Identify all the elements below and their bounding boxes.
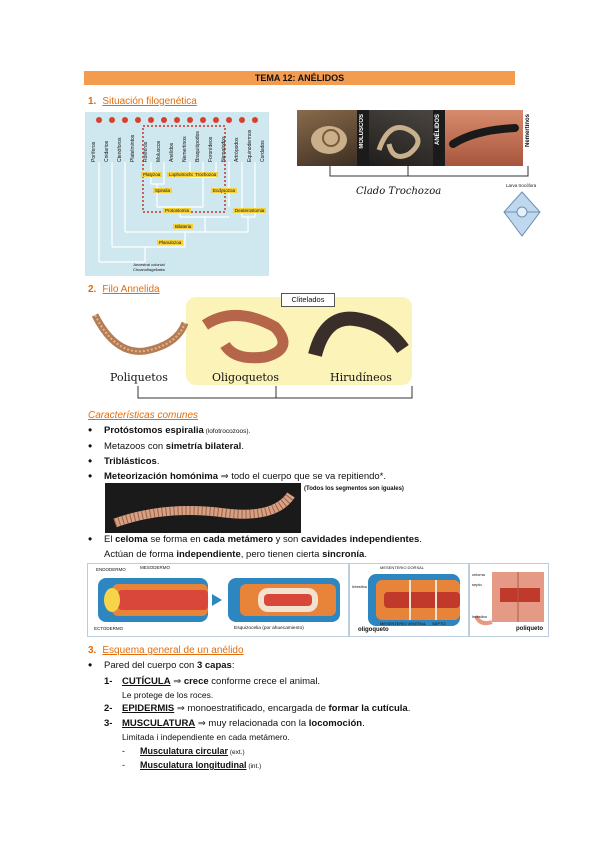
bullet: • (88, 439, 93, 453)
section-3-heading: 3. Esquema general de un anélido (88, 645, 244, 656)
taxon-label: Anélidos (169, 142, 175, 162)
taxon-label: Poríferos (91, 141, 97, 162)
taxon-label: Artrópodos (234, 137, 240, 162)
musculo-item: -Musculatura circular (ext.) (122, 746, 245, 756)
capa-subtext: Limitada i independiente en cada metámer… (122, 732, 290, 742)
taxon-label: Ctenóforos (117, 137, 123, 162)
snail-photo (297, 110, 357, 166)
annelid-groups-illustration (91, 310, 409, 364)
label-endodermo: ENDODERMO (96, 567, 126, 572)
list-item: •Pared del cuerpo con 3 capas: (88, 658, 235, 672)
capa-item: 1-CUTÍCULA ⇒ crece conforme crece el ani… (104, 676, 321, 687)
label-mesenterio-ventral: MESENTERIO VENTRAL (380, 621, 427, 626)
bullet: • (88, 532, 93, 546)
label-septo: septo (472, 582, 482, 587)
label-anelidos: ANÉLIDOS (433, 110, 445, 166)
capa-item: 3-MUSCULATURA ⇒ muy relacionada con la l… (104, 718, 365, 729)
label-mesenterio-dorsal: MESENTERIO DORSAL (380, 565, 425, 570)
label-ectodermo: ECTODERMO (94, 626, 124, 631)
clitelados-label: Clitelados (281, 293, 335, 307)
clade-label: Deuterostomia (233, 208, 267, 213)
taxon-label: Nemertinos (182, 136, 188, 162)
bullet: • (88, 423, 93, 437)
bullet: • (88, 658, 93, 672)
group-oligoquetos: Oligoquetos (212, 371, 280, 384)
list-item: •Protóstomos espiralia (lofotrocozoos). (88, 423, 251, 437)
section-label: Situación filogenética (102, 96, 197, 107)
section-label: Filo Annelida (102, 284, 160, 295)
clade-label: Planulozoa (157, 240, 184, 245)
list-item: •El celoma se forma en cada metámero y s… (88, 532, 422, 546)
taxon-label: Nematodos (221, 136, 227, 162)
esquizocelia-diagram: ENDODERMO MESODERMO ECTODERMO Esquizocel… (87, 563, 349, 637)
section-number: 1. (88, 96, 97, 107)
section-1-heading: 1. Situación filogenética (88, 96, 197, 107)
clade-label: Ecdysozoa (211, 188, 238, 193)
clade-label: Protostomia (163, 208, 192, 213)
section-label: Esquema general de un anélido (102, 645, 244, 656)
polychaete-photo (369, 110, 433, 166)
clade-label: Trochozoa (193, 172, 219, 177)
taxon-label: Platelmintos (130, 134, 136, 162)
taxon-label: Rotíferos (143, 141, 149, 162)
celoma-line-2: Actúan de forma independiente, pero tien… (104, 549, 367, 560)
taxon-label: Foronídeos (208, 136, 214, 162)
trochozoa-bracket (329, 166, 529, 177)
caracteristicas-heading: Características comunes (88, 410, 199, 421)
section-2-heading: 2. Filo Annelida (88, 284, 160, 295)
label-esquizocelia: Esquizocelia (por ahuecamiento) (234, 626, 304, 631)
clade-label: Platyzoa (141, 172, 163, 177)
section-number: 3. (88, 645, 97, 656)
list-item: •Triblásticos. (88, 454, 160, 468)
larva-label: Larva trocófora (506, 183, 537, 188)
phylogenetic-tree: Poríferos Cnidarios Ctenóforos Platelmin… (85, 112, 269, 276)
clade-label: Lophotrochozoa (167, 172, 204, 177)
label-moluscos: MOLUSCOS (357, 110, 369, 166)
label-oligoqueto: oligoqueto (358, 627, 389, 633)
label-poliqueto: poliqueto (516, 626, 543, 632)
label-celoma: celoma (472, 572, 485, 577)
group-poliquetos: Poliquetos (110, 371, 168, 384)
trochophore-larva-illustration (503, 191, 541, 237)
label-septo: SEPTO (432, 621, 446, 626)
clado-trochozoa-label: Clado Trochozoa (356, 186, 442, 197)
group-hirudineos: Hirudíneos (330, 371, 392, 384)
label-intestino: Intestino (352, 584, 368, 589)
groups-bracket (137, 386, 413, 399)
trochozoa-photos: MOLUSCOS ANÉLIDOS Nemertinos (297, 110, 537, 166)
capa-subtext: Le protege de los roces. (122, 690, 214, 700)
bullet: • (88, 469, 93, 483)
nemertean-photo (445, 110, 523, 166)
segmented-worm-photo (105, 483, 301, 533)
label-mesodermo: MESODERMO (140, 565, 171, 570)
label-intestino: Intestino (472, 614, 488, 619)
poliqueto-diagram: celoma septo Intestino poliqueto (469, 563, 549, 637)
list-item: •Metazoos con simetría bilateral. (88, 439, 244, 453)
musculo-item: -Musculatura longitudinal (int.) (122, 760, 262, 770)
section-number: 2. (88, 284, 97, 295)
taxon-label: Cordados (260, 140, 266, 162)
bullet: • (88, 454, 93, 468)
clade-label: Bilateria (173, 224, 194, 229)
root-label: Ancestral colonial Choanoflagellates (132, 262, 166, 272)
page-title: TEMA 12: ANÉLIDOS (84, 71, 515, 85)
taxon-label: Moluscos (156, 140, 162, 162)
list-item: •Meteorización homónima ⇒ todo el cuerpo… (88, 469, 387, 483)
oligoqueto-diagram: MESENTERIO DORSAL Intestino MESENTERIO V… (349, 563, 469, 637)
segment-note: (Todos los segmentos son iguales) (304, 486, 404, 492)
clade-label: Spiralia (153, 188, 173, 193)
taxon-label: Cnidarios (104, 140, 110, 162)
label-nemertinos: Nemertinos (523, 110, 537, 166)
taxon-label: Braquiópodos (195, 131, 201, 162)
capa-item: 2-EPIDERMIS ⇒ monoestratificado, encarga… (104, 703, 411, 714)
taxon-label: Equinodermos (247, 129, 253, 162)
